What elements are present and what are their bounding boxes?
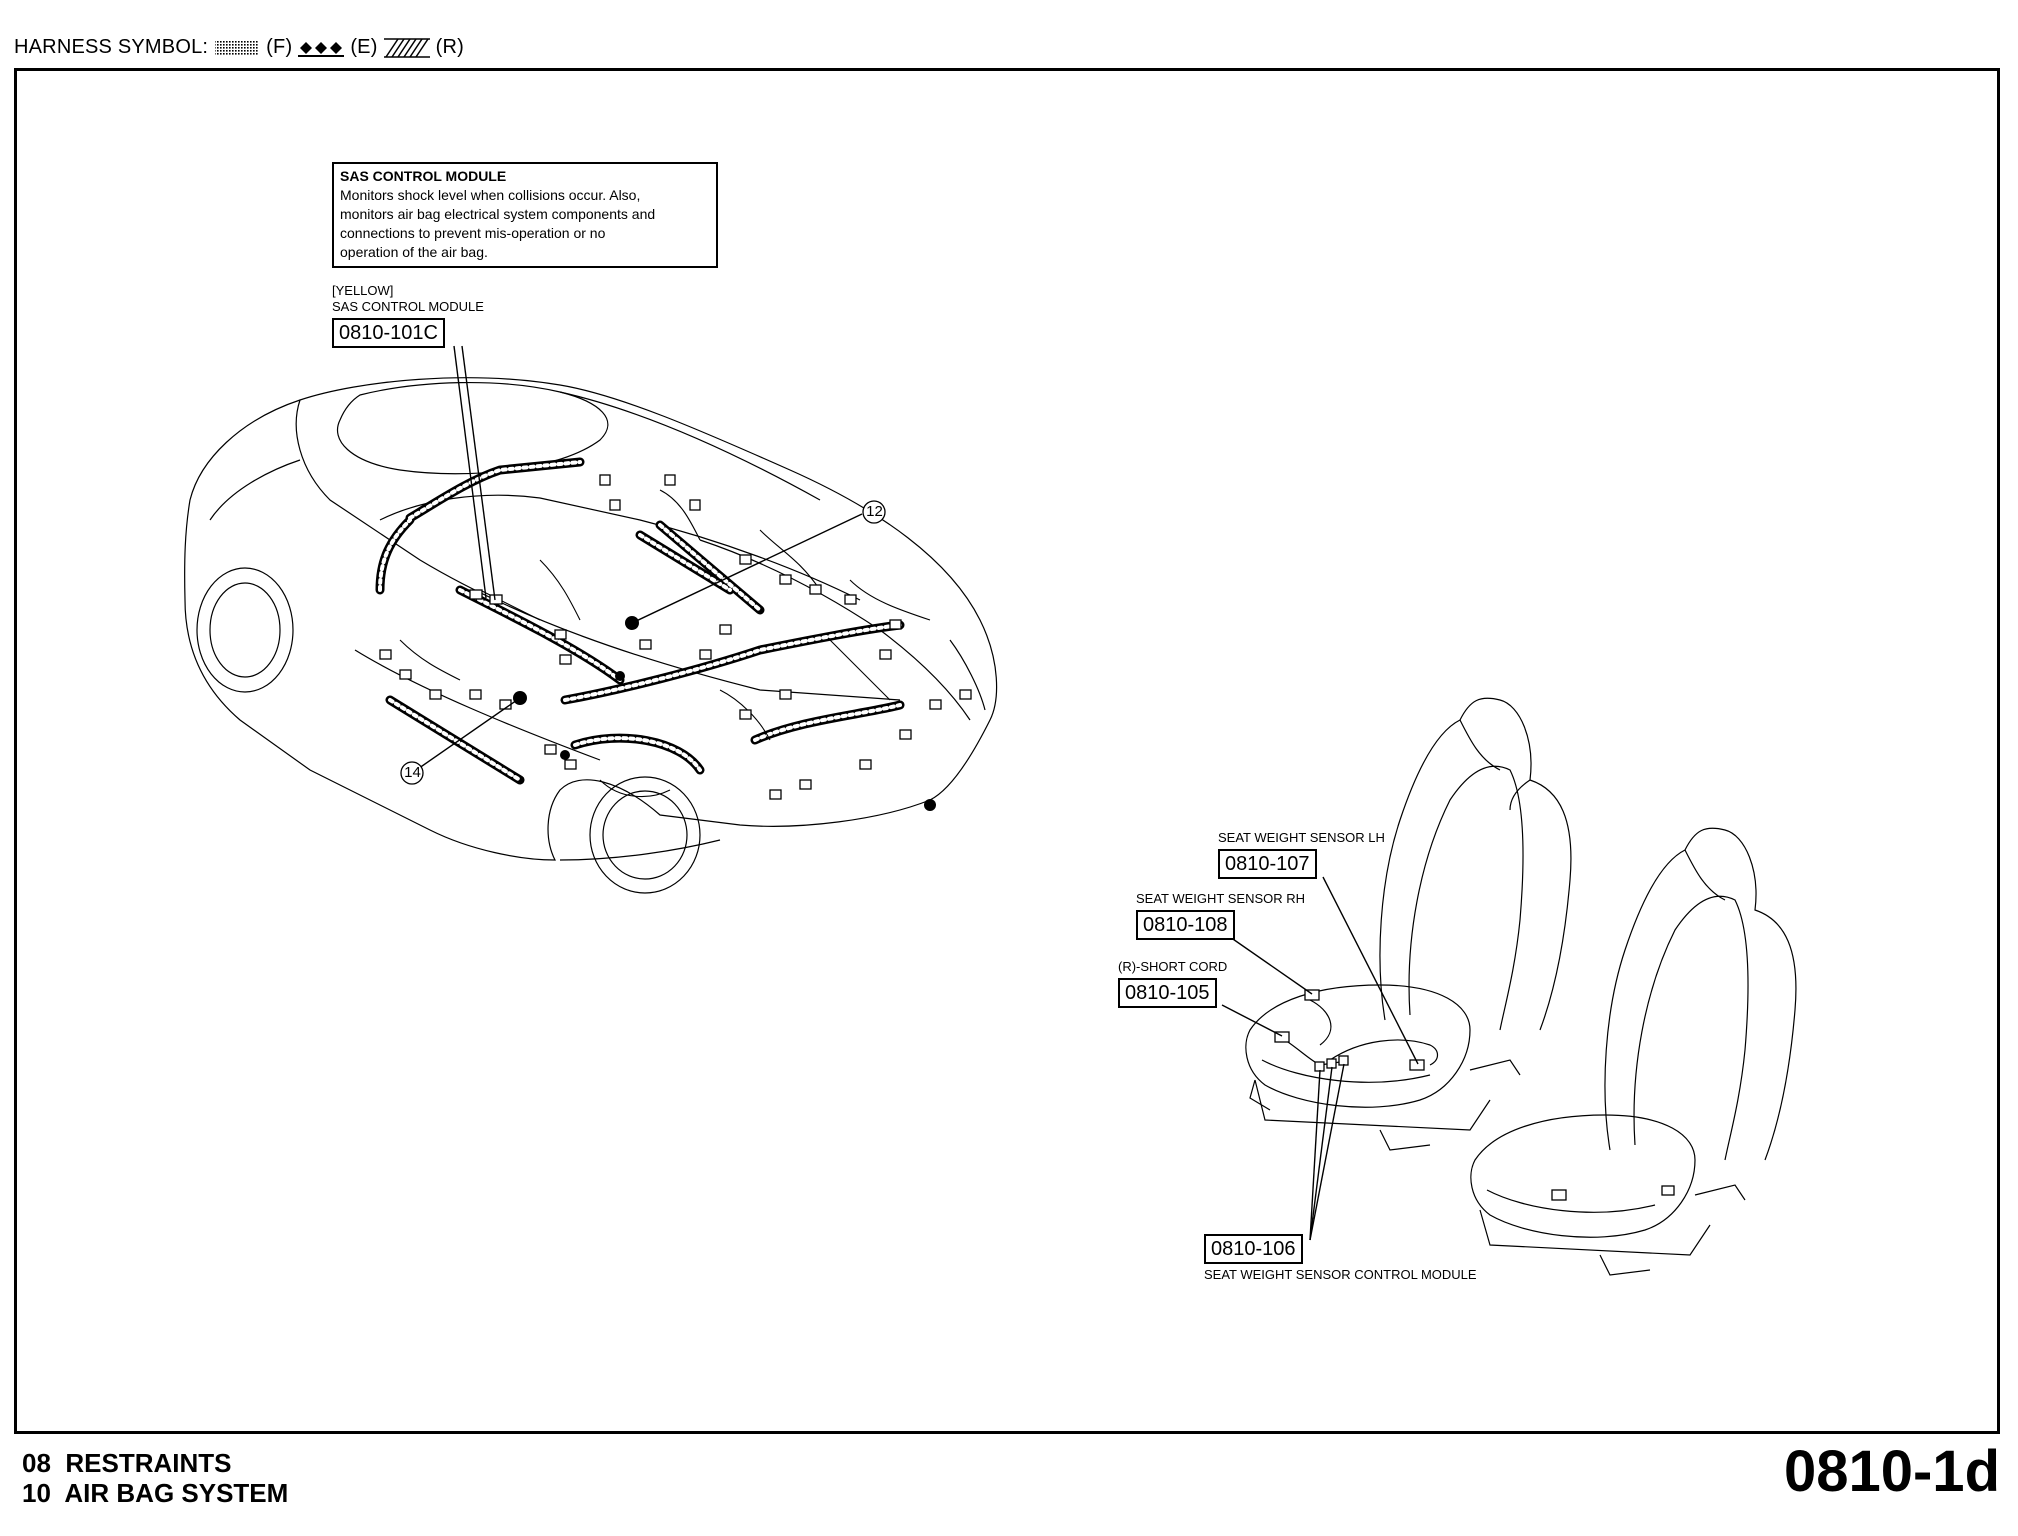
wire-branches [399,489,931,798]
ref-number-14: 14 [404,764,421,781]
dotted-pattern-icon [215,39,260,56]
page-number: 0810-1d [1783,1439,2000,1504]
connector-dark-spots [513,616,936,811]
connectors [379,474,972,800]
diagram-frame [14,68,2000,1434]
seat-weight-sensor-lh-label: SEAT WEIGHT SENSOR LH [1218,830,1385,845]
info-box-title: SAS CONTROL MODULE [340,168,507,184]
sas-color-label: [YELLOW] [332,283,394,298]
seat-weight-sensor-rh-label: SEAT WEIGHT SENSOR RH [1136,891,1306,906]
car-leader-lines [411,345,863,774]
harness-code-e: (E) [350,36,378,58]
seat-leader-lines [1221,876,1419,1241]
connector-code-0810-108[interactable]: 0810-108 [1136,910,1235,940]
harness-bundles-inner [378,460,902,782]
section-line-air-bag-system: 10 AIR BAG SYSTEM [22,1478,289,1508]
sas-module-label: SAS CONTROL MODULE [332,299,484,314]
info-box-line: Monitors shock level when collisions occ… [340,187,641,203]
connector-code-0810-107[interactable]: 0810-107 [1218,849,1317,879]
short-cord-label: (R)-SHORT CORD [1118,959,1228,974]
harness-bundles [375,457,905,785]
diagonal-hatch-icon [383,37,430,58]
ref-number-12: 12 [866,503,883,520]
info-box-line: operation of the air bag. [340,244,488,260]
seats-outline [1245,697,1797,1276]
connector-code-0810-106[interactable]: 0810-106 [1204,1234,1303,1264]
harness-code-r: (R) [435,36,464,58]
reference-circles [400,500,886,785]
connector-code-0810-105[interactable]: 0810-105 [1118,978,1217,1008]
seat-weight-sensor-control-module-label: SEAT WEIGHT SENSOR CONTROL MODULE [1204,1267,1477,1282]
harness-symbol-label: HARNESS SYMBOL: [14,36,209,58]
seat-connectors [1274,989,1675,1201]
section-title: 08 RESTRAINTS 10 AIR BAG SYSTEM [22,1448,288,1508]
harness-symbol-legend: HARNESS SYMBOL: (F) (E) (R) [14,36,464,59]
sas-module-info-box: SAS CONTROL MODULE Monitors shock level … [332,162,718,268]
info-box-line: monitors air bag electrical system compo… [340,206,656,222]
seat-sensor-wires [1284,999,1439,1066]
vehicle-outline [184,377,998,894]
connector-code-0810-101c[interactable]: 0810-101C [332,318,445,348]
diamond-chain-icon [298,41,345,57]
info-box-line: connections to prevent mis-operation or … [340,225,606,241]
section-line-restraints: 08 RESTRAINTS [22,1448,232,1478]
harness-code-f: (F) [266,36,293,58]
